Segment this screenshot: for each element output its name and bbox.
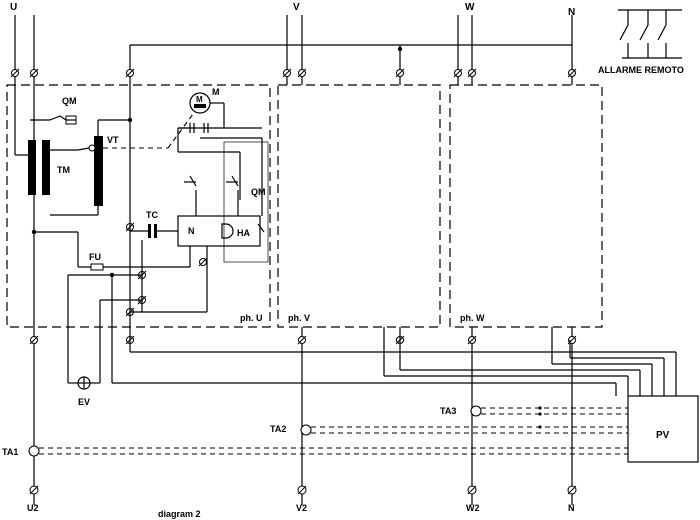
terminals [10,68,577,495]
fan-ev [68,376,100,390]
label-ph-w: ph. W [460,313,485,323]
control-unit [177,175,265,247]
label-ph-u: ph. U [240,313,263,323]
fan-motor [177,92,262,153]
remote-alarm-switches [618,9,682,59]
label-n-box: N [188,226,195,236]
label-vt: VT [107,135,119,145]
label-neutral-bottom: N [568,503,575,513]
label-ta3: TA3 [440,406,456,416]
label-motor-m: M [212,87,220,97]
label-phase-v: V [293,2,300,13]
label-ha: HA [237,228,250,238]
remote-alarm-label: ALLARME REMOTO [598,65,684,75]
label-qm-top: QM [62,96,77,106]
phase-v-box [277,84,441,328]
label-fu: FU [89,252,101,262]
label-qm-side: QM [251,187,266,197]
label-ta2: TA2 [270,424,286,434]
fuse-fu [34,231,190,271]
phase-u-internal-wiring [67,120,208,383]
label-tc: TC [146,210,158,220]
ta3-sensor [470,405,628,417]
breaker-qm-top [30,115,77,125]
diagram-caption: diagram 2 [158,509,201,519]
ta2-sensor [300,424,628,436]
breaker-qm-side [223,138,269,263]
phase-u-box [6,84,271,328]
transformer-tc [130,224,178,238]
label-tm: TM [57,165,70,175]
ta1-sensor [28,445,628,457]
label-phase-w: W [465,2,475,13]
label-w2: W2 [466,503,480,513]
label-ph-v: ph. V [288,313,310,323]
transformer-tm [14,100,98,216]
regulator-vt [77,109,197,206]
label-v2: V2 [296,503,307,513]
label-neutral-top: N [568,7,575,18]
label-ta1: TA1 [2,447,18,457]
pv-wiring [112,327,677,396]
label-phase-u: U [10,2,17,13]
capacitor [178,123,209,133]
pv-box [627,395,699,463]
label-ev: EV [78,397,90,407]
label-motor: M [196,95,203,104]
label-pv: PV [656,430,670,441]
label-u2: U2 [27,503,39,513]
main-conductors [14,15,573,505]
phase-w-box [449,84,603,328]
